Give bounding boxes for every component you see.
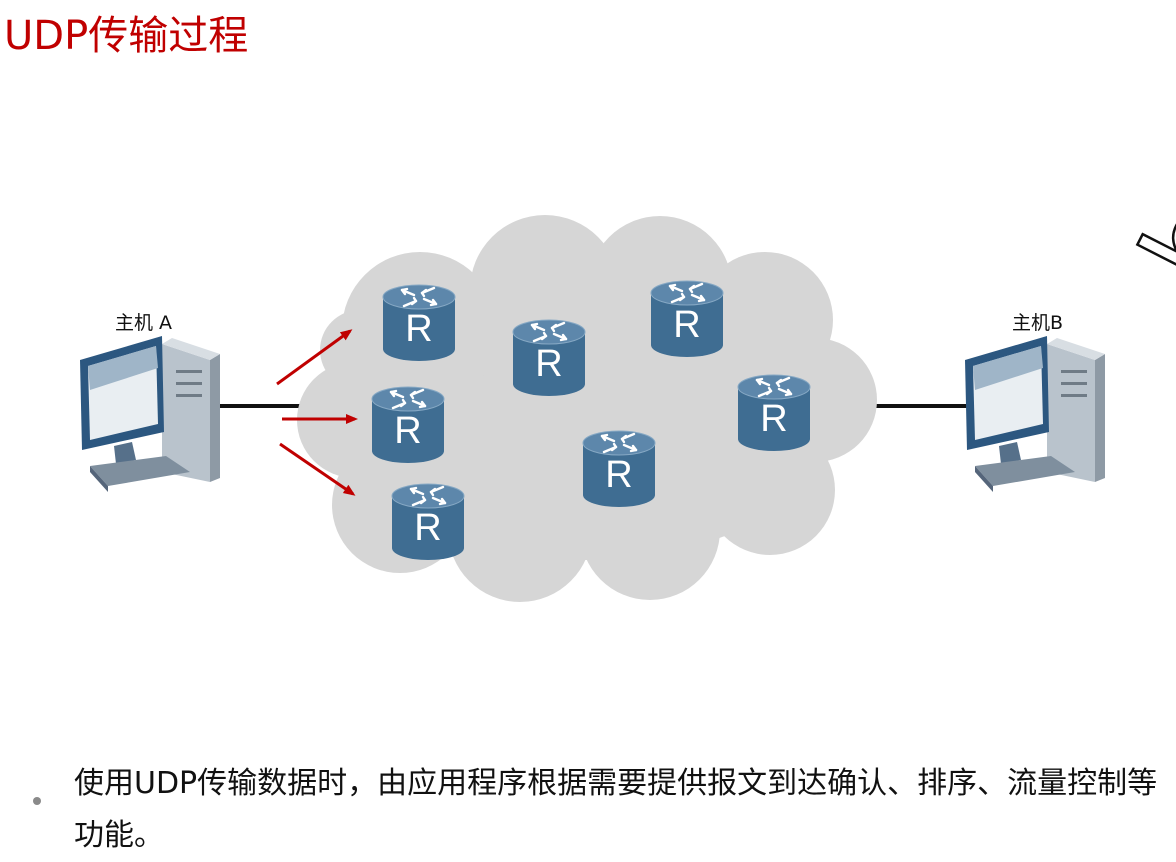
watermark: huawei [1112,0,1176,314]
computer-icon [965,336,1105,492]
bullet-marker [33,797,41,805]
bullet-text: 使用UDP传输数据时，由应用程序根据需要提供报文到达确认、排序、流量控制等功能。 [74,766,1158,853]
host-b-label: 主机B [1012,312,1063,334]
computer-icon [80,336,220,492]
router-icon [736,373,812,453]
host-a-label: 主机 A [115,312,172,334]
router-icon [381,283,457,363]
arrow-icon [279,442,356,496]
router-icon [649,279,725,359]
router-icon [370,385,446,465]
page-title: UDP传输过程 [4,13,249,59]
router-icon [390,482,466,562]
router-icon [581,429,657,509]
arrow-icon [276,329,353,386]
router-icon [511,318,587,398]
